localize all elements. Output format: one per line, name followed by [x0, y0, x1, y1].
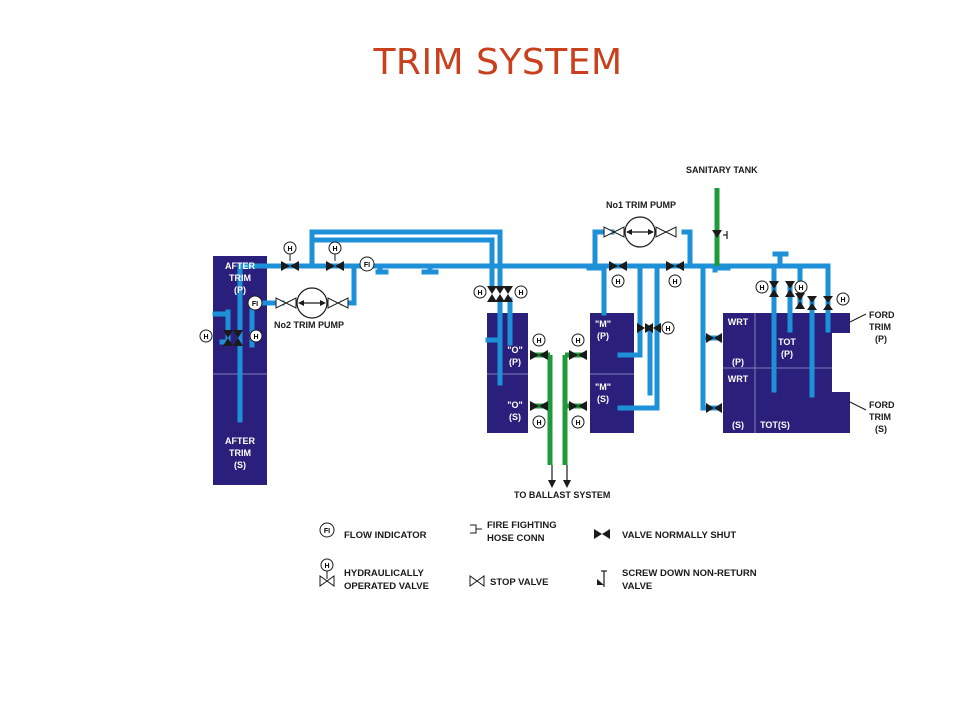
legend-screw-down-valve-icon [597, 570, 607, 587]
svg-text:"M": "M" [595, 319, 611, 329]
svg-text:FORD: FORD [869, 310, 895, 320]
svg-text:AFTER: AFTER [225, 261, 255, 271]
svg-text:TRIM: TRIM [229, 273, 251, 283]
svg-text:H: H [575, 420, 580, 427]
svg-text:FI: FI [364, 262, 370, 269]
tank-labels: AFTER TRIM (P) AFTER TRIM (S) "O" (P) "O… [225, 261, 796, 470]
svg-text:(S): (S) [732, 420, 744, 430]
svg-text:TRIM: TRIM [869, 322, 891, 332]
diagram-labels: SANITARY TANK No1 TRIM PUMP No2 TRIM PUM… [274, 165, 895, 500]
svg-text:TRIM: TRIM [229, 448, 251, 458]
svg-text:H: H [840, 297, 845, 304]
svg-text:FI: FI [324, 528, 330, 535]
svg-text:H: H [759, 285, 764, 292]
svg-text:(P): (P) [781, 349, 793, 359]
legend-flow-indicator-icon: FI [319, 522, 335, 538]
svg-text:H: H [287, 246, 292, 253]
legend-stop-valve-icon [469, 575, 485, 587]
svg-text:"O": "O" [507, 400, 523, 410]
svg-text:H: H [615, 279, 620, 286]
svg-text:FI: FI [252, 301, 258, 308]
svg-text:H: H [332, 246, 337, 253]
svg-text:HOSE CONN: HOSE CONN [487, 533, 545, 544]
svg-text:H: H [324, 563, 329, 570]
flow-indicators: FI FI [247, 256, 375, 311]
svg-text:WRT: WRT [728, 374, 749, 384]
legend-hose-conn-icon [470, 524, 482, 534]
svg-text:FORD: FORD [869, 400, 895, 410]
svg-text:FIRE FIGHTING: FIRE FIGHTING [487, 520, 557, 531]
svg-text:VALVE NORMALLY SHUT: VALVE NORMALLY SHUT [622, 530, 736, 541]
svg-text:"M": "M" [595, 382, 611, 392]
svg-text:STOP VALVE: STOP VALVE [490, 577, 548, 588]
svg-text:TO BALLAST SYSTEM: TO BALLAST SYSTEM [514, 490, 610, 500]
svg-text:H: H [536, 338, 541, 345]
svg-text:(P): (P) [234, 285, 246, 295]
svg-text:(P): (P) [597, 331, 609, 341]
svg-text:(S): (S) [509, 412, 521, 422]
svg-text:H: H [477, 290, 482, 297]
svg-text:HYDRAULICALLY: HYDRAULICALLY [344, 568, 425, 579]
svg-text:SCREW DOWN NON-RETURN: SCREW DOWN NON-RETURN [622, 568, 757, 579]
svg-text:TOT(S): TOT(S) [760, 420, 790, 430]
svg-text:SANITARY TANK: SANITARY TANK [686, 165, 758, 175]
no1-trim-pump [603, 216, 677, 248]
svg-text:H: H [203, 334, 208, 341]
svg-text:(P): (P) [875, 334, 887, 344]
svg-text:TRIM: TRIM [869, 412, 891, 422]
svg-text:(S): (S) [875, 424, 887, 434]
svg-text:WRT: WRT [728, 317, 749, 327]
svg-text:(P): (P) [732, 357, 744, 367]
svg-text:TOT: TOT [778, 337, 796, 347]
legend-valve-shut-icon [594, 529, 610, 539]
forward-tank-block [723, 313, 850, 433]
svg-text:"O": "O" [507, 345, 523, 355]
svg-text:No1 TRIM PUMP: No1 TRIM PUMP [606, 200, 676, 210]
m-tank [590, 313, 634, 433]
svg-text:FLOW INDICATOR: FLOW INDICATOR [344, 530, 427, 541]
legend-hydraulic-valve-icon: H [319, 558, 335, 587]
shut-valves [223, 230, 833, 413]
svg-text:H: H [253, 334, 258, 341]
svg-text:(S): (S) [234, 460, 246, 470]
svg-text:(S): (S) [597, 394, 609, 404]
svg-text:H: H [518, 290, 523, 297]
svg-text:VALVE: VALVE [622, 581, 652, 592]
svg-text:(P): (P) [509, 357, 521, 367]
svg-text:H: H [536, 420, 541, 427]
svg-text:No2 TRIM PUMP: No2 TRIM PUMP [274, 320, 344, 330]
svg-text:OPERATED VALVE: OPERATED VALVE [344, 581, 429, 592]
svg-text:H: H [672, 279, 677, 286]
svg-text:H: H [665, 326, 670, 333]
svg-text:H: H [575, 338, 580, 345]
no2-trim-pump [275, 287, 349, 319]
svg-text:H: H [798, 285, 803, 292]
page-title: TRIM SYSTEM [373, 42, 623, 83]
ballast-arrows [548, 465, 571, 488]
hydraulic-indicators: H H H H H H H H H H H H H H H H [199, 241, 850, 429]
legend: FI FLOW INDICATOR FIRE FIGHTING HOSE CON… [319, 520, 757, 592]
svg-text:AFTER: AFTER [225, 436, 255, 446]
